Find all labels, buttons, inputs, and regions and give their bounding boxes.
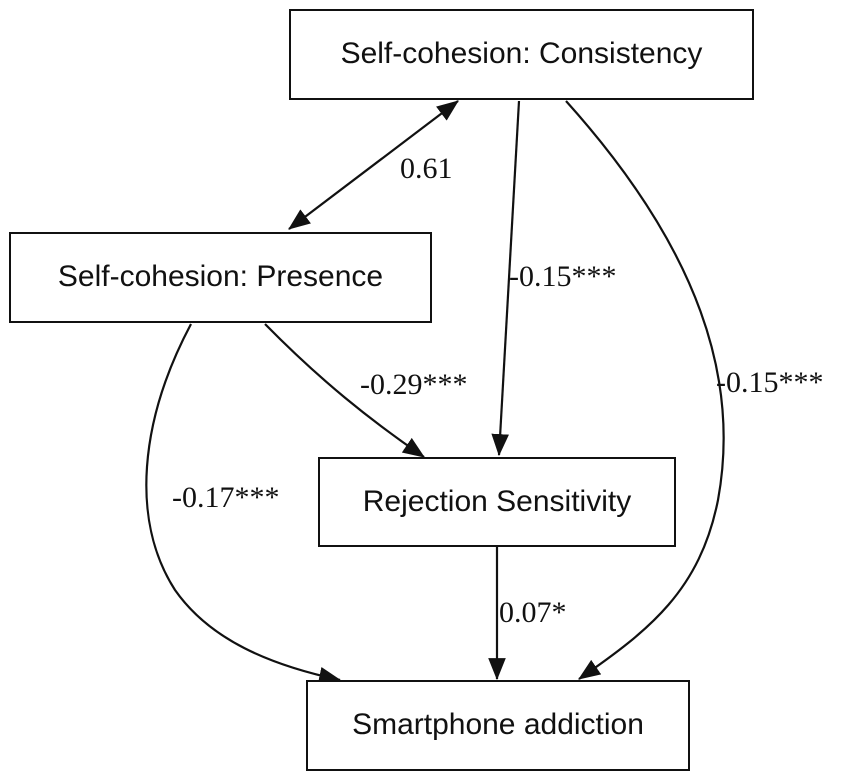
node-rejection: Rejection Sensitivity xyxy=(318,457,676,547)
edge-label-consistency-rejection: -0.15*** xyxy=(509,260,617,293)
edge-label-presence-rejection: -0.29*** xyxy=(360,368,468,401)
edge-presence-addiction xyxy=(145,323,342,685)
edge-consistency-presence xyxy=(288,100,459,230)
edge-label-consistency-presence: 0.61 xyxy=(400,152,453,185)
edge-label-consistency-addiction: -0.15*** xyxy=(716,366,824,399)
edge-label-rejection-addiction: 0.07* xyxy=(499,596,567,629)
edge-consistency-rejection xyxy=(491,100,521,457)
edge-presence-rejection xyxy=(264,323,425,458)
node-label-consistency: Self-cohesion: Consistency xyxy=(341,37,703,70)
node-addiction: Smartphone addiction xyxy=(306,680,690,771)
edge-label-presence-addiction: -0.17*** xyxy=(172,481,280,514)
edge-consistency-addiction xyxy=(565,100,725,680)
node-label-rejection: Rejection Sensitivity xyxy=(363,485,631,518)
node-label-addiction: Smartphone addiction xyxy=(352,708,644,741)
node-consistency: Self-cohesion: Consistency xyxy=(289,9,754,100)
node-label-presence: Self-cohesion: Presence xyxy=(58,260,383,293)
node-presence: Self-cohesion: Presence xyxy=(9,232,432,323)
